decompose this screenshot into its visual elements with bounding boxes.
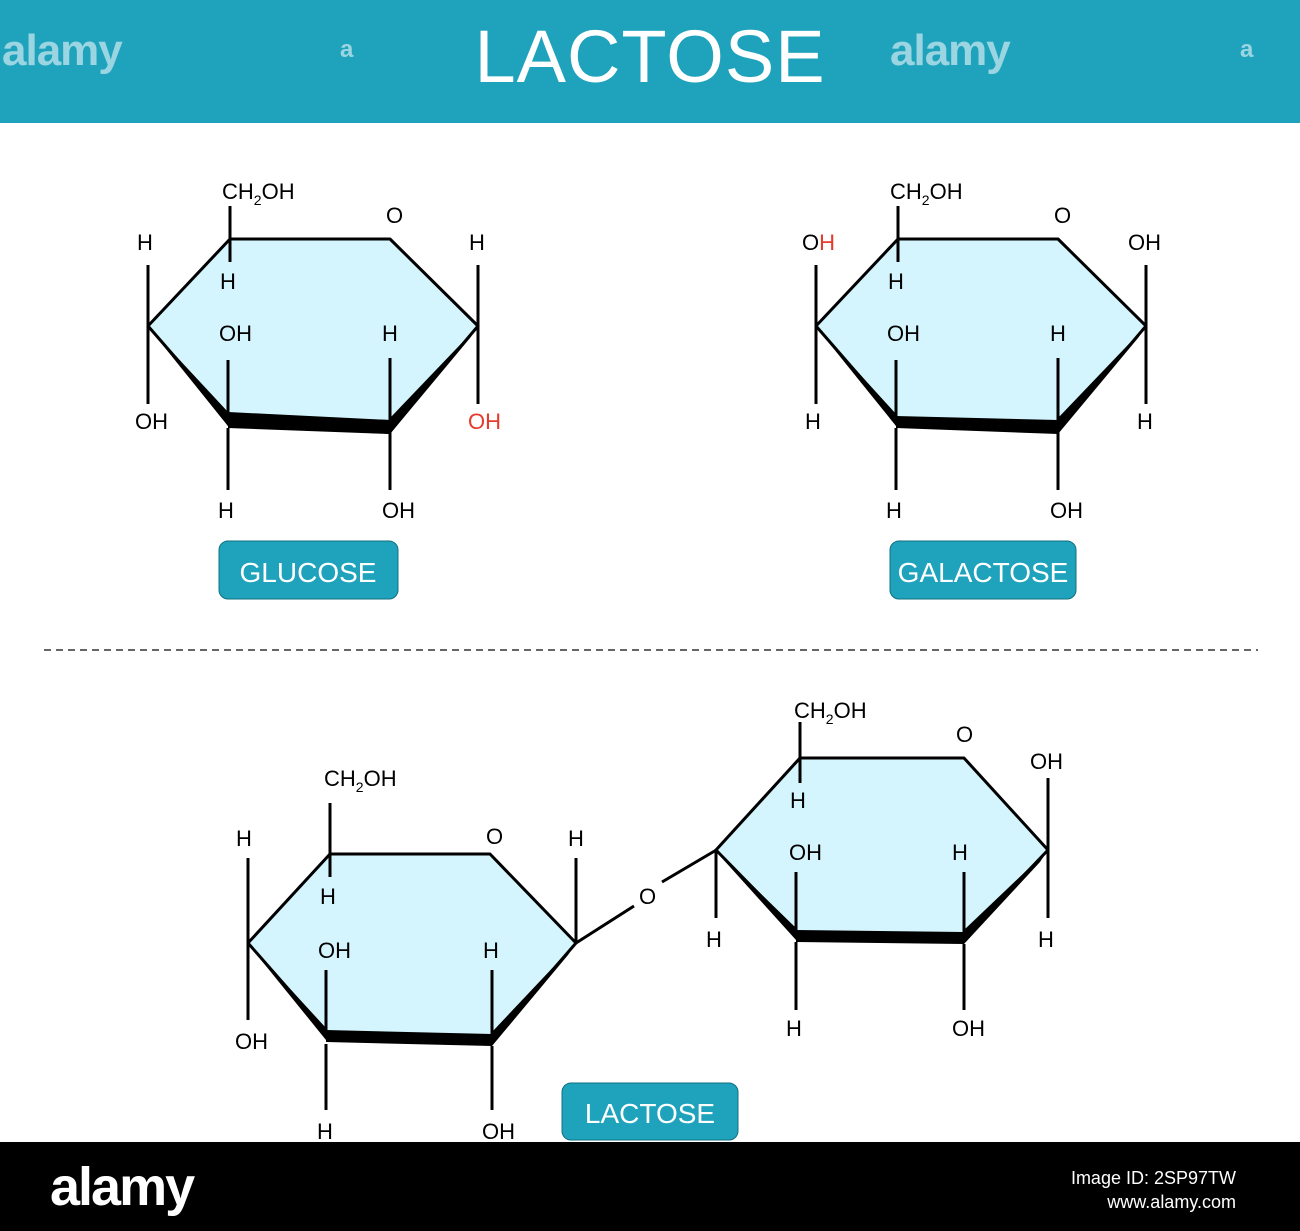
glucose-h-label: H: [218, 498, 234, 523]
lactose-h-label: H: [786, 1016, 802, 1041]
glucose-structure: CH2OH O H H H OH H OH OH H OH GLUCOSE: [135, 179, 501, 600]
lactose-structure: CH2OH O H H H OH H OH H OH O CH2OH O OH …: [235, 698, 1063, 1142]
lactose-oh-label: OH: [318, 938, 351, 963]
glucose-h-label: H: [137, 230, 153, 255]
galactose-oh-label: OH: [1050, 498, 1083, 523]
lactose-h-label: H: [1038, 927, 1054, 952]
glucose-anomeric-oh-label: OH: [468, 409, 501, 434]
lactose-left-ch2oh-label: CH2OH: [324, 766, 397, 795]
image-id-label: Image ID: 2SP97TW: [1070, 1168, 1236, 1188]
galactose-h-label: H: [805, 409, 821, 434]
footer-image-info: Image ID: 2SP97TW www.alamy.com: [1071, 1166, 1236, 1214]
lactose-oh-label: OH: [952, 1016, 985, 1041]
footer-logo: alamy: [50, 1157, 195, 1217]
lactose-h-label: H: [317, 1119, 333, 1142]
lactose-h-label: H: [568, 826, 584, 851]
lactose-right-ch2oh-label: CH2OH: [794, 698, 867, 727]
galactose-ch2oh-label: CH2OH: [890, 179, 963, 208]
lactose-h-label: H: [790, 788, 806, 813]
lactose-left-ring-oxygen: O: [486, 824, 503, 849]
galactose-h-label: H: [886, 498, 902, 523]
lactose-left-ring: [246, 852, 578, 1042]
watermark-mark: a: [340, 36, 354, 63]
lactose-h-label: H: [236, 826, 252, 851]
lactose-right-ring-oxygen: O: [956, 722, 973, 747]
lactose-oh-label: OH: [789, 840, 822, 865]
glucose-oh-label: OH: [219, 321, 252, 346]
galactose-h-label: H: [888, 269, 904, 294]
glucose-oh-label: OH: [135, 409, 168, 434]
lactose-oh-label: OH: [235, 1029, 268, 1054]
galactose-h-label: H: [1137, 409, 1153, 434]
glucose-bonds: [146, 206, 480, 490]
galactose-oh-label: OH: [1128, 230, 1161, 255]
footer-bar: alamy Image ID: 2SP97TW www.alamy.com: [0, 1142, 1300, 1231]
glucose-h-label: H: [469, 230, 485, 255]
galactose-bonds: [814, 206, 1148, 490]
site-url: www.alamy.com: [1107, 1192, 1236, 1212]
watermark-mark: a: [1240, 36, 1254, 63]
lactose-h-label: H: [952, 840, 968, 865]
glucose-ch2oh-label: CH2OH: [222, 179, 295, 208]
lactose-oh-label: OH: [1030, 749, 1063, 774]
header-banner: alamy a alamy a LACTOSE: [0, 0, 1300, 123]
lactose-h-label: H: [483, 938, 499, 963]
galactose-structure: CH2OH O OH H OH OH H H H H OH GALACTOSE: [802, 179, 1161, 600]
glucose-h-label: H: [220, 269, 236, 294]
lactose-oh-label: OH: [482, 1119, 515, 1142]
galactose-c4-oh-label: OH: [802, 230, 835, 255]
lactose-right-ring: [714, 756, 1050, 940]
lactose-name-pill: [561, 1082, 739, 1141]
galactose-name-pill: [889, 540, 1077, 600]
watermark-right: alamy: [890, 26, 1011, 75]
galactose-ring-oxygen: O: [1054, 203, 1071, 228]
lactose-diagram: CH2OH O H H H OH H OH OH H OH GLUCOSE: [44, 179, 1258, 1142]
glucose-name-label: GLUCOSE: [240, 557, 377, 588]
glucose-ring-oxygen: O: [386, 203, 403, 228]
lactose-h-label: H: [320, 884, 336, 909]
galactose-name-label: GALACTOSE: [898, 557, 1069, 588]
glucose-h-label: H: [382, 321, 398, 346]
glucose-oh-label: OH: [382, 498, 415, 523]
lactose-name-label: LACTOSE: [585, 1098, 715, 1129]
glucose-name-pill: [218, 540, 399, 600]
galactose-h-label: H: [1050, 321, 1066, 346]
glycosidic-oxygen-label: O: [639, 884, 656, 909]
lactose-h-label: H: [706, 927, 722, 952]
galactose-ring: [814, 237, 1148, 432]
page-title: LACTOSE: [474, 15, 826, 98]
glucose-ring: [146, 237, 480, 432]
lactose-right-bonds: [714, 722, 1050, 1010]
lactose-left-bonds: [246, 803, 719, 1110]
watermark-left: alamy: [2, 26, 123, 75]
galactose-oh-label: OH: [887, 321, 920, 346]
